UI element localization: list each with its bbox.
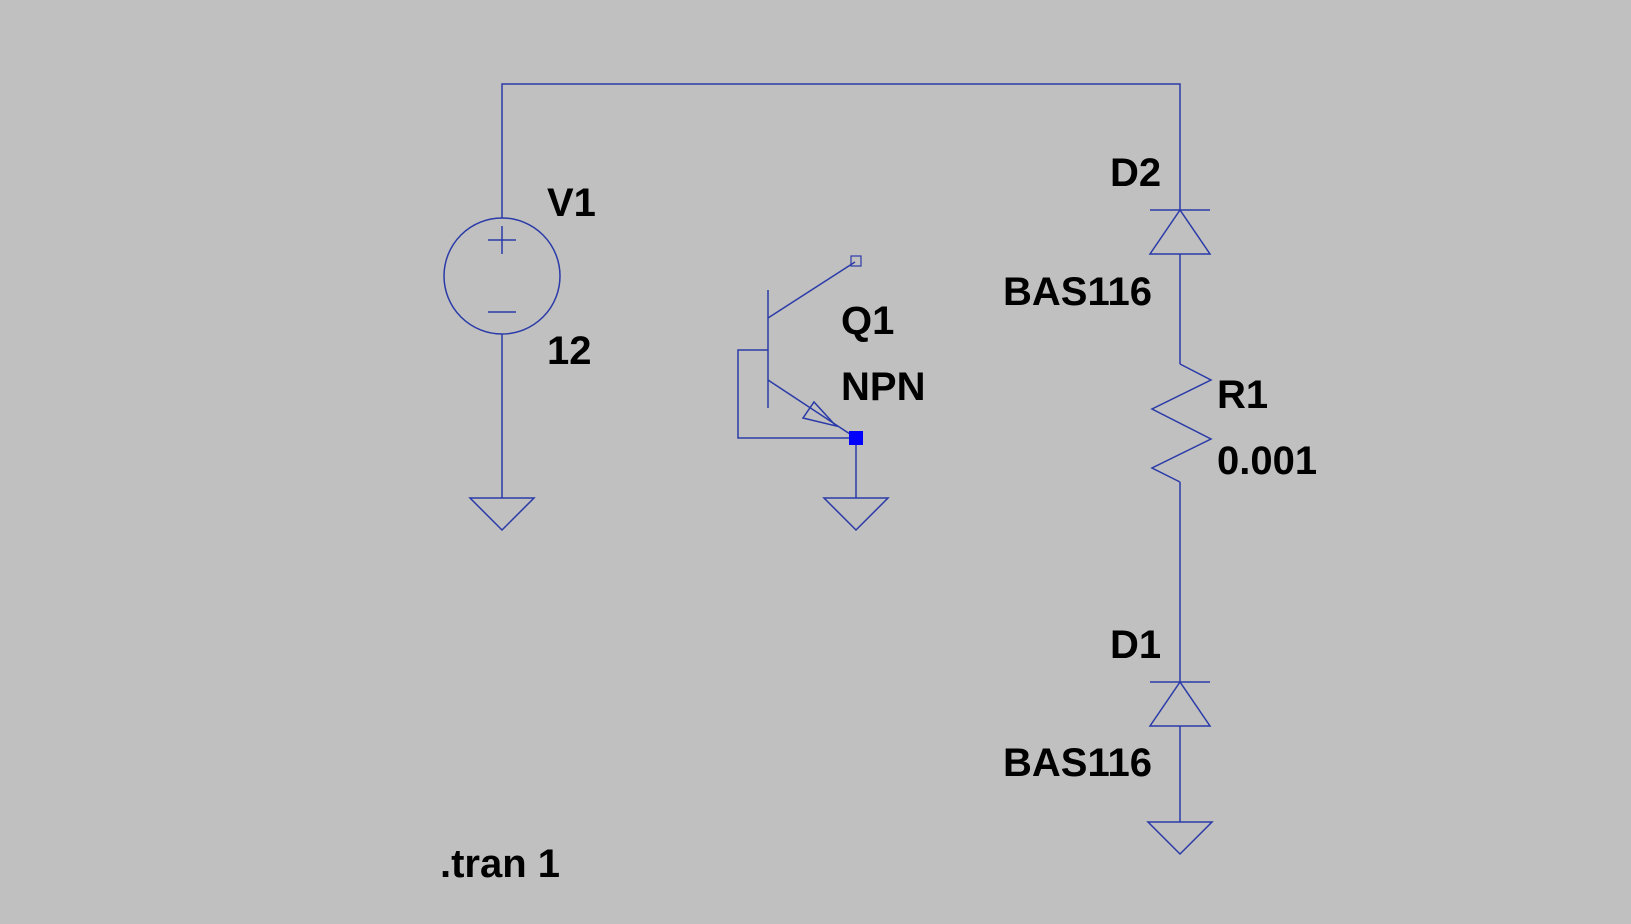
d1-name-label[interactable]: D1 xyxy=(1110,623,1161,667)
ground-icon[interactable] xyxy=(1146,821,1214,856)
collector-terminal-icon[interactable] xyxy=(850,255,862,267)
ground-icon[interactable] xyxy=(468,497,536,532)
d1-value-label[interactable]: BAS116 xyxy=(1003,741,1152,785)
resistor-zigzag xyxy=(1150,363,1213,483)
diode-d1[interactable] xyxy=(1148,680,1212,822)
v1-name-label[interactable]: V1 xyxy=(547,181,596,225)
transistor-q1[interactable] xyxy=(737,255,863,498)
diode-triangle-icon xyxy=(1148,208,1212,255)
spice-directive[interactable]: .tran 1 xyxy=(440,842,560,886)
emitter-arrow-icon xyxy=(801,400,839,428)
transistor-base-wire xyxy=(737,349,856,439)
wire-top[interactable] xyxy=(501,83,1181,218)
transistor-collector xyxy=(767,261,856,319)
v1-value-label[interactable]: 12 xyxy=(547,329,592,373)
diode-d2[interactable] xyxy=(1148,208,1212,364)
r1-name-label[interactable]: R1 xyxy=(1217,373,1268,417)
transistor-emitter xyxy=(767,379,857,439)
q1-name-label[interactable]: Q1 xyxy=(841,299,894,343)
r1-value-label[interactable]: 0.001 xyxy=(1217,439,1317,483)
diode-triangle-icon xyxy=(1148,680,1212,727)
q1-value-label[interactable]: NPN xyxy=(841,365,925,409)
resistor-r1[interactable] xyxy=(1150,363,1213,682)
d2-name-label[interactable]: D2 xyxy=(1110,151,1161,195)
ground-icon[interactable] xyxy=(822,497,890,532)
d2-value-label[interactable]: BAS116 xyxy=(1003,270,1152,314)
junction-dot-icon xyxy=(849,431,863,445)
voltage-source-v1[interactable] xyxy=(443,217,561,498)
